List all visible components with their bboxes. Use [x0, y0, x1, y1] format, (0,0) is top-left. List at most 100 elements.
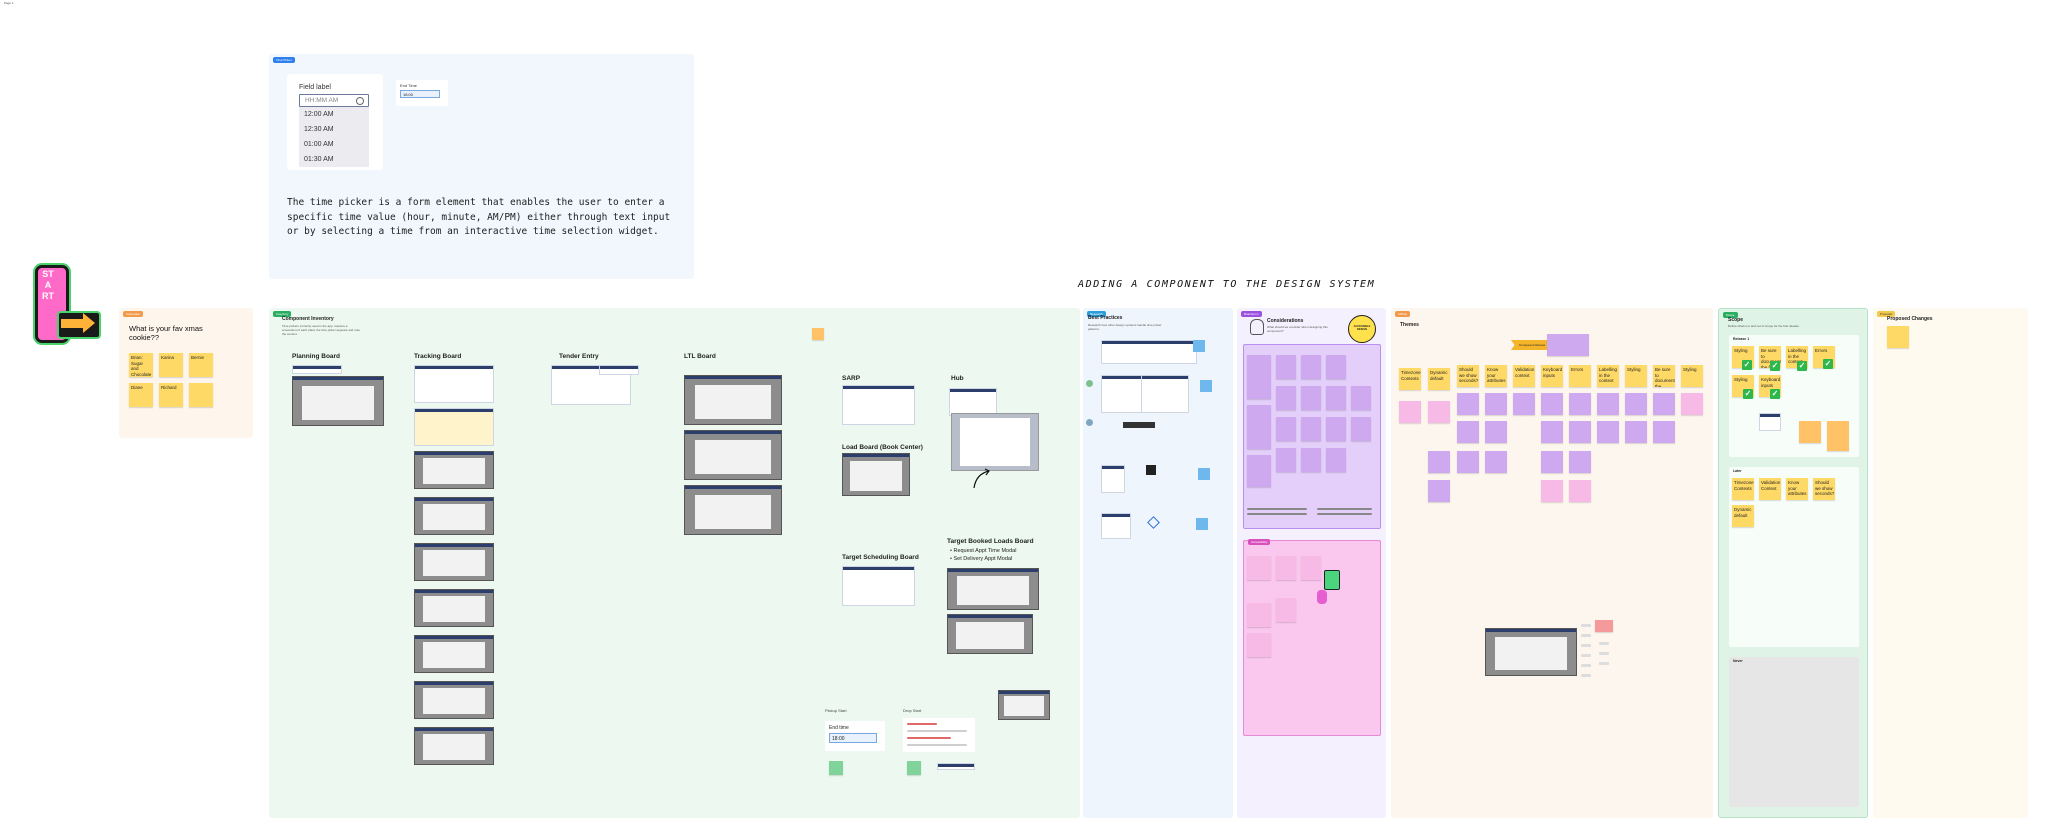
sticky-note[interactable] — [1799, 421, 1821, 443]
target-booked-screenshot[interactable] — [947, 568, 1039, 610]
tracking-board-screenshot[interactable] — [414, 451, 494, 489]
time-option[interactable]: 01:30 AM — [304, 156, 334, 163]
sticky-note[interactable] — [1681, 393, 1703, 415]
sticky-note[interactable] — [1326, 448, 1346, 472]
sticky-note[interactable] — [1247, 633, 1271, 657]
tracking-board-screenshot[interactable] — [414, 365, 494, 403]
sticky-note[interactable] — [1457, 393, 1479, 415]
theme-heading-sticky[interactable]: Styling — [1681, 365, 1703, 387]
icebreaker-section[interactable]: Icebreaker What is your fav xmas cookie?… — [119, 308, 253, 438]
ltl-board-screenshot[interactable] — [684, 485, 782, 535]
sticky-note[interactable] — [1541, 393, 1563, 415]
time-option[interactable]: 12:30 AM — [304, 126, 334, 133]
sticky-note[interactable] — [1276, 355, 1296, 379]
theme-heading-sticky[interactable]: Timezone Contexts — [1399, 368, 1421, 390]
sticky-note[interactable] — [1485, 421, 1507, 443]
sticky-note[interactable] — [1247, 556, 1271, 580]
sticky-note[interactable] — [1541, 421, 1563, 443]
sticky-note[interactable]: Bernie — [189, 353, 213, 377]
theme-heading-sticky[interactable]: Dynamic default — [1428, 368, 1450, 390]
time-option[interactable]: 01:00 AM — [304, 141, 334, 148]
scope-sticky[interactable]: Know your attributes — [1786, 478, 1808, 500]
scope-section[interactable]: Scope Scope Define what is in and out of… — [1718, 308, 1868, 818]
sticky-note[interactable] — [1200, 380, 1212, 392]
sticky-note[interactable] — [1541, 451, 1563, 473]
sticky-note[interactable] — [1541, 480, 1563, 502]
sticky-note[interactable] — [1247, 455, 1271, 487]
reference-screenshot[interactable] — [1123, 422, 1155, 428]
sticky-note[interactable]: Richard — [159, 383, 183, 407]
sticky-note[interactable] — [1326, 417, 1346, 441]
sticky-note[interactable]: Brian: Sugar and Chocolate chip — [129, 353, 153, 377]
reference-screenshot[interactable] — [1146, 465, 1156, 475]
tracking-board-screenshot[interactable] — [414, 727, 494, 765]
sticky-note[interactable] — [189, 383, 213, 407]
sticky-note[interactable] — [1301, 386, 1321, 410]
load-board-screenshot[interactable] — [842, 453, 910, 496]
tracking-board-screenshot[interactable] — [414, 408, 494, 446]
sticky-note[interactable] — [1276, 598, 1296, 622]
sticky-note[interactable] — [1276, 556, 1296, 580]
sticky-note[interactable] — [1597, 393, 1619, 415]
sticky-note[interactable] — [829, 761, 843, 775]
reference-screenshot[interactable] — [1759, 413, 1781, 431]
sticky-note[interactable] — [1196, 518, 1208, 530]
time-input[interactable]: HH:MM AM — [299, 94, 369, 107]
hub-modal-frame[interactable] — [951, 413, 1039, 471]
proposed-changes-section[interactable]: Proposal Proposed Changes — [1873, 308, 2028, 818]
sticky-note[interactable] — [1351, 417, 1371, 441]
sticky-note[interactable] — [1276, 448, 1296, 472]
sticky-note[interactable] — [1653, 393, 1675, 415]
scope-sticky[interactable]: Dynamic default — [1732, 505, 1754, 527]
sticky-note[interactable] — [1569, 393, 1591, 415]
sticky-note[interactable] — [1457, 451, 1479, 473]
considerations-section[interactable]: Brainstorm Considerations What should we… — [1237, 308, 1386, 818]
sticky-note[interactable] — [1597, 421, 1619, 443]
sticky-note[interactable] — [1569, 451, 1591, 473]
best-practices-section[interactable]: Research Best Practices Research how oth… — [1083, 308, 1233, 818]
timepicker-frame[interactable]: Time Picker Field label HH:MM AM 12:00 A… — [269, 54, 694, 279]
mini-field-input[interactable]: 18:00 — [400, 90, 440, 98]
time-option[interactable]: 12:00 AM — [304, 111, 334, 118]
sticky-note[interactable] — [1485, 451, 1507, 473]
tracking-board-screenshot[interactable] — [414, 497, 494, 535]
theme-heading-sticky[interactable]: Be sure to document the — [1653, 365, 1675, 387]
sticky-note[interactable] — [1569, 421, 1591, 443]
sticky-note[interactable] — [1247, 355, 1271, 399]
scope-sticky[interactable]: Should we show seconds? — [1813, 478, 1835, 500]
end-time-input[interactable]: 18:00 — [829, 733, 877, 743]
tracking-board-screenshot[interactable] — [414, 681, 494, 719]
sticky-note[interactable] — [1301, 355, 1321, 379]
theme-heading-sticky[interactable]: Errors — [1569, 365, 1591, 387]
sticky-note[interactable] — [1399, 401, 1421, 423]
target-booked-screenshot[interactable] — [947, 614, 1033, 654]
sticky-note[interactable] — [1625, 421, 1647, 443]
validation-thumb[interactable] — [937, 763, 975, 770]
sticky-note[interactable] — [1301, 556, 1321, 580]
sticky-note[interactable] — [1595, 620, 1613, 632]
planning-board-screenshot[interactable] — [292, 376, 384, 426]
target-booked-screenshot[interactable] — [998, 690, 1050, 720]
sticky-note[interactable] — [1827, 421, 1849, 451]
tracking-board-screenshot[interactable] — [414, 635, 494, 673]
reference-screenshot[interactable] — [1101, 340, 1197, 364]
clock-icon[interactable] — [356, 97, 364, 105]
theme-heading-sticky[interactable]: Styling — [1625, 365, 1647, 387]
ltl-board-screenshot[interactable] — [684, 375, 782, 425]
sticky-note[interactable] — [1653, 421, 1675, 443]
planning-board-thumb[interactable] — [292, 365, 342, 374]
sticky-note[interactable] — [1428, 480, 1450, 502]
sticky-note[interactable]: Karina — [159, 353, 183, 377]
sticky-note[interactable] — [1198, 468, 1210, 480]
hub-screenshot[interactable] — [949, 388, 997, 416]
sticky-note[interactable] — [1569, 480, 1591, 502]
theme-heading-sticky[interactable]: Validation context — [1513, 365, 1535, 387]
sticky-note[interactable] — [1247, 405, 1271, 449]
sticky-note[interactable] — [1276, 417, 1296, 441]
sticky-note[interactable] — [1193, 340, 1205, 352]
theme-heading-sticky[interactable]: Should we show seconds? — [1457, 365, 1479, 387]
target-scheduling-screenshot[interactable] — [842, 566, 915, 606]
sticky-note[interactable]: Diane — [129, 383, 153, 407]
sticky-note[interactable] — [1247, 603, 1271, 627]
ltl-board-screenshot[interactable] — [684, 430, 782, 480]
